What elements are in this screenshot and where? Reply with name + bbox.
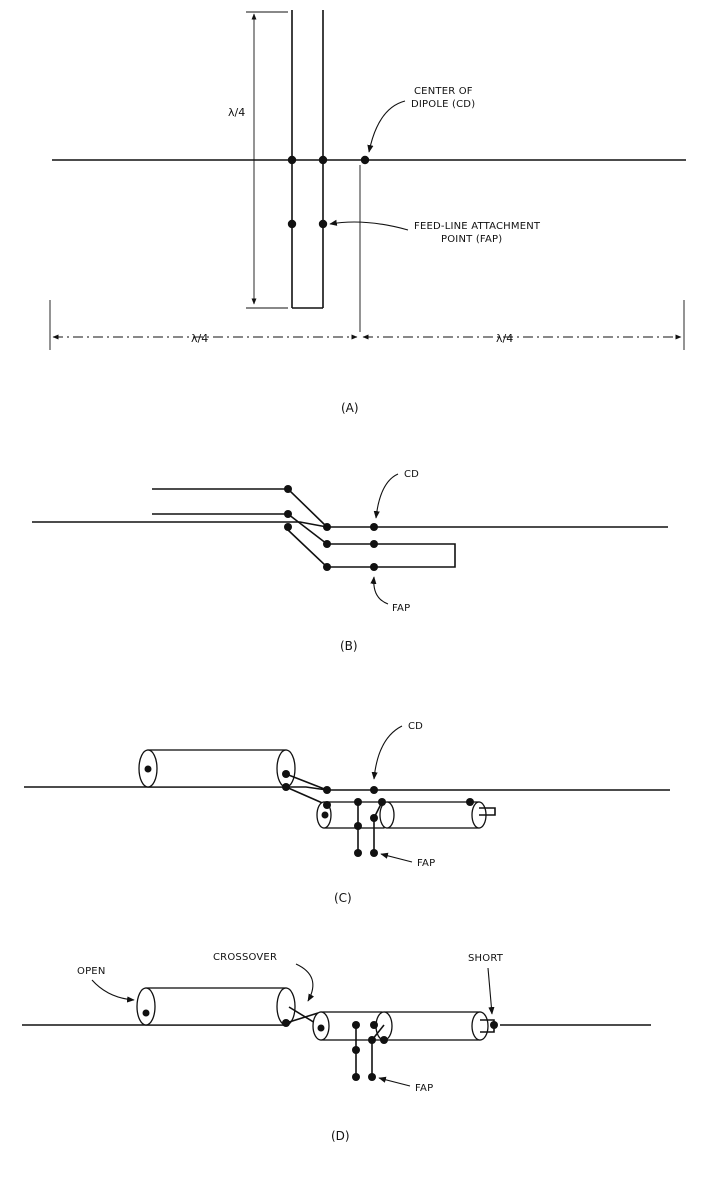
cd-arrow-b: [373, 473, 399, 519]
junction-dot: [466, 798, 474, 806]
junction-dot: [380, 1036, 388, 1044]
fap-arrow-b: [370, 576, 389, 605]
panel-b: CD FAP (B): [32, 469, 668, 653]
junction-dot: [284, 523, 292, 531]
fap-label-d: FAP: [415, 1083, 433, 1094]
fap-label: FEED-LINE ATTACHMENT: [414, 221, 541, 232]
dipole-wire-c: [286, 786, 670, 791]
cd-label-b: CD: [404, 469, 419, 480]
cd-dot: [370, 523, 378, 531]
junction-dot: [323, 540, 331, 548]
center-conductor-dot: [142, 1009, 150, 1017]
crossover-arrow: [295, 963, 315, 1002]
open-arrow: [91, 979, 135, 1003]
cd-label-c: CD: [408, 721, 423, 732]
dipole-wire-b: [288, 521, 668, 528]
coax-section-right: [383, 1011, 481, 1041]
connector-wire: [285, 786, 328, 806]
lambda-left-label: λ/4: [191, 332, 208, 345]
open-label: OPEN: [77, 966, 106, 977]
junction-dot: [370, 814, 378, 822]
connector-wire: [285, 773, 328, 791]
junction-dot: [352, 1046, 360, 1054]
cd-dot: [360, 155, 370, 165]
crossover-wire: [285, 1012, 319, 1024]
junction-dot: [323, 523, 331, 531]
center-conductor-dot: [317, 1024, 325, 1032]
junction-dot: [370, 540, 378, 548]
cd-arrow-c: [371, 725, 403, 780]
panel-b-caption: (B): [340, 639, 358, 653]
short-dot: [490, 1021, 498, 1029]
coax-section-right: [386, 801, 480, 829]
center-of-dipole-label: CENTER OF: [414, 86, 473, 97]
coax-section-left: [147, 749, 287, 788]
junction-dot: [282, 770, 290, 778]
junction-dot: [354, 822, 362, 830]
fap-label: POINT (FAP): [441, 234, 502, 245]
coax-end: [379, 801, 395, 829]
coax-section-left: [145, 987, 287, 1026]
fap-dot: [287, 219, 297, 229]
panel-a-caption: (A): [341, 401, 359, 415]
cd-dot: [370, 786, 378, 794]
junction-dot: [368, 1036, 376, 1044]
fap-arrow: [329, 219, 409, 231]
fap-dot: [318, 219, 328, 229]
panel-c-caption: (C): [334, 891, 352, 905]
short-arrow: [487, 967, 495, 1015]
panel-c: CD FAP (C): [24, 721, 670, 905]
short-label: SHORT: [468, 953, 504, 964]
fap-dot: [368, 1073, 376, 1081]
fap-label-c: FAP: [417, 858, 435, 869]
panel-d-caption: (D): [331, 1129, 350, 1143]
cd-arrow: [367, 100, 406, 153]
fap-dot: [370, 563, 378, 571]
lambda-vertical-label: λ/4: [228, 106, 245, 119]
junction-dot: [318, 155, 328, 165]
junction-dot: [282, 783, 290, 791]
fap-arrow-c: [380, 852, 413, 863]
fap-dot: [354, 849, 362, 857]
coax-open-end: [136, 987, 156, 1026]
panel-a: λ/4 λ/4 λ/4 CENTER OF DIPOLE (CD) FEED-L…: [49, 10, 686, 415]
lambda-right-label: λ/4: [496, 332, 513, 345]
junction-dot: [282, 1019, 290, 1027]
junction-dot: [284, 485, 292, 493]
junction-dot: [284, 510, 292, 518]
fap-dot: [352, 1073, 360, 1081]
coax-end: [471, 1011, 489, 1041]
fap-label-b: FAP: [392, 603, 410, 614]
fap-dot: [370, 849, 378, 857]
junction-dot: [370, 1021, 378, 1029]
coax-end: [276, 749, 296, 788]
junction-dot: [323, 563, 331, 571]
junction-dot: [323, 801, 331, 809]
panel-d: OPEN CROSSOVER SHORT FAP (D): [22, 952, 651, 1143]
center-of-dipole-label: DIPOLE (CD): [411, 99, 475, 110]
short-stub: [479, 807, 496, 816]
crossover-label: CROSSOVER: [213, 952, 277, 963]
fap-arrow-d: [378, 1076, 411, 1087]
junction-dot: [287, 155, 297, 165]
center-conductor-dot: [321, 811, 329, 819]
junction-dot: [323, 786, 331, 794]
center-conductor-dot: [144, 765, 152, 773]
